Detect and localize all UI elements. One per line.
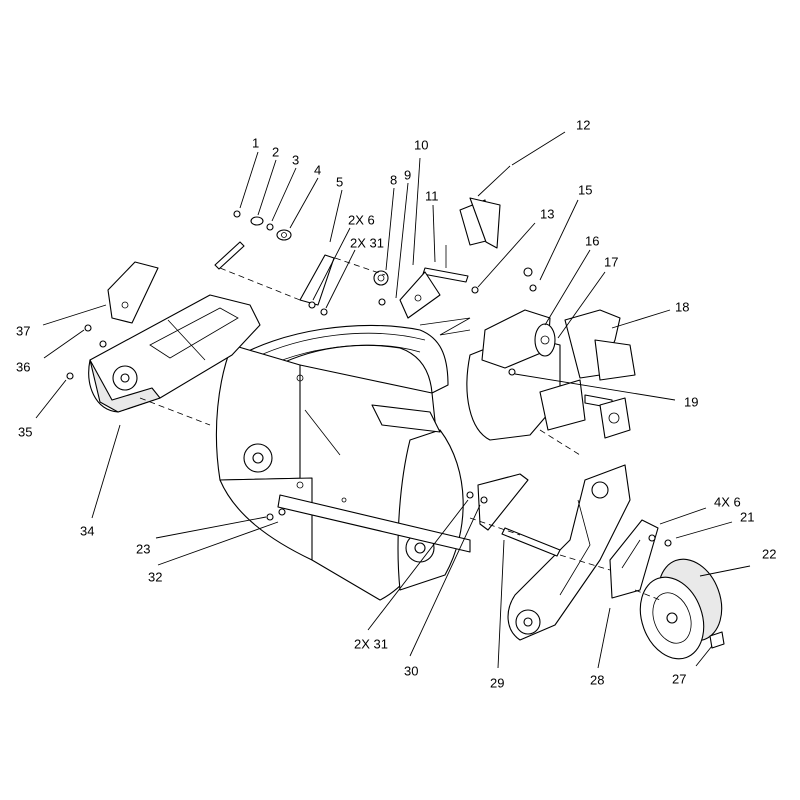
callout-4x-6: 4X 6 [714, 494, 741, 509]
callout-4: 4 [314, 162, 321, 177]
callout-12: 12 [576, 117, 590, 132]
callout-22: 22 [762, 546, 776, 561]
callout-10: 10 [414, 137, 428, 152]
callout-9: 9 [404, 167, 411, 182]
callout-21: 21 [740, 509, 754, 524]
callout-2x-31-lower: 2X 31 [354, 636, 388, 651]
callout-35: 35 [18, 424, 32, 439]
alignment-lines [139, 257, 661, 601]
callout-32: 32 [148, 569, 162, 584]
callout-19: 19 [684, 394, 698, 409]
callout-30: 30 [404, 663, 418, 678]
wheel [639, 558, 725, 660]
auger-housing [215, 324, 471, 601]
callout-3: 3 [292, 152, 299, 167]
callout-8: 8 [390, 172, 397, 187]
callout-2: 2 [272, 144, 279, 159]
callout-15: 15 [578, 182, 592, 197]
callout-labels: 1 2 3 4 5 2X 6 2X 31 8 9 10 11 12 13 15 … [16, 117, 776, 690]
callout-23: 23 [136, 541, 150, 556]
hardware-small [66, 210, 672, 547]
right-drive-cover [477, 464, 659, 641]
callout-34: 34 [80, 523, 94, 538]
callout-29: 29 [490, 675, 504, 690]
callout-17: 17 [604, 254, 618, 269]
callout-2x-31-upper: 2X 31 [350, 235, 384, 250]
callout-16: 16 [585, 233, 599, 248]
callout-11: 11 [425, 188, 439, 203]
callout-13: 13 [540, 206, 554, 221]
callout-36: 36 [16, 359, 30, 374]
callout-1: 1 [252, 135, 259, 150]
callout-2x-6-upper: 2X 6 [348, 212, 375, 227]
callout-28: 28 [590, 672, 604, 687]
callout-27: 27 [672, 671, 686, 686]
callout-5: 5 [336, 174, 343, 189]
callout-37: 37 [16, 323, 30, 338]
gearbox-assembly [399, 197, 636, 441]
callout-18: 18 [675, 299, 689, 314]
leader-lines [35, 131, 751, 669]
